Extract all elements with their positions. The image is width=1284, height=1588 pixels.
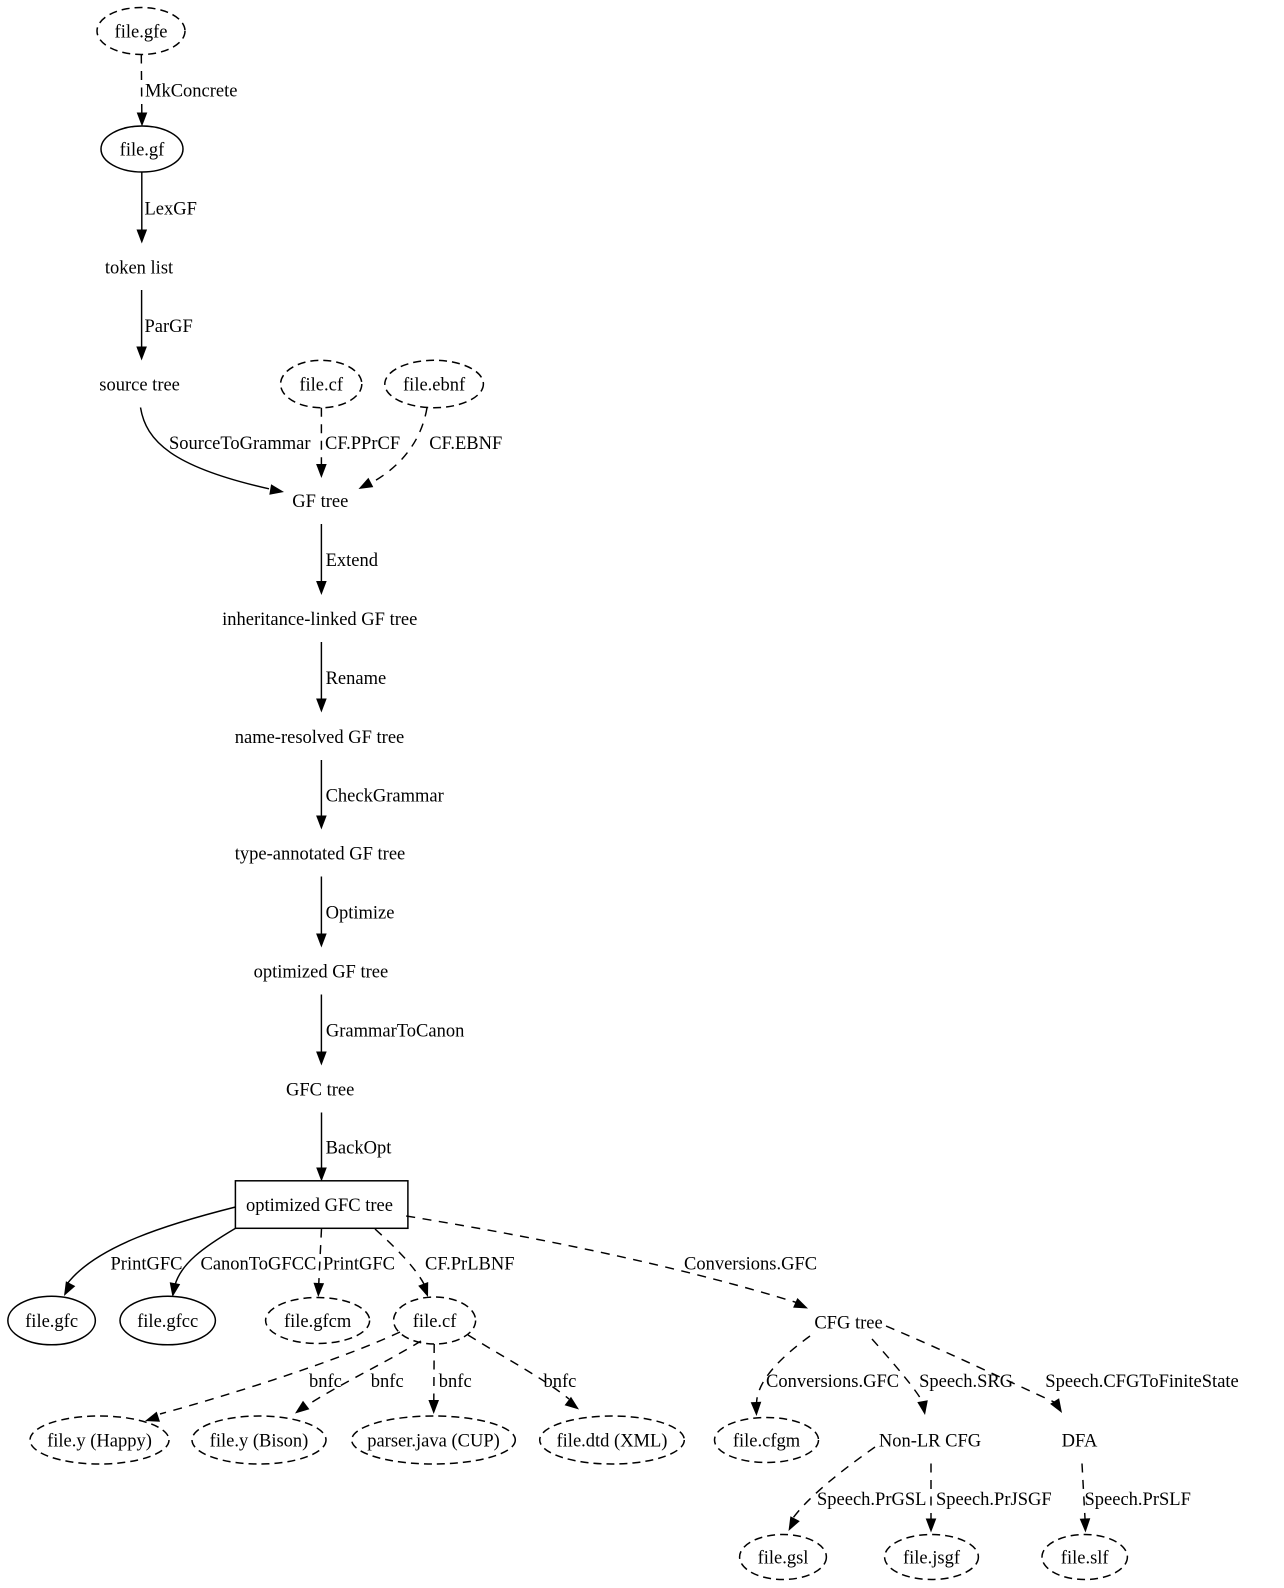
svg-text:bnfc: bnfc bbox=[371, 1372, 404, 1392]
svg-text:file.cfgm: file.cfgm bbox=[733, 1432, 801, 1452]
svg-text:BackOpt: BackOpt bbox=[326, 1139, 393, 1159]
svg-text:CanonToGFCC: CanonToGFCC bbox=[201, 1254, 317, 1274]
svg-text:bnfc: bnfc bbox=[309, 1372, 342, 1392]
svg-text:name-resolved GF tree: name-resolved GF tree bbox=[235, 728, 405, 748]
svg-text:type-annotated GF tree: type-annotated GF tree bbox=[235, 845, 406, 865]
svg-text:GrammarToCanon: GrammarToCanon bbox=[326, 1022, 464, 1042]
svg-text:file.y (Happy): file.y (Happy) bbox=[47, 1432, 152, 1452]
svg-text:file.slf: file.slf bbox=[1061, 1549, 1110, 1569]
svg-text:CFG tree: CFG tree bbox=[814, 1314, 882, 1334]
svg-text:DFA: DFA bbox=[1062, 1432, 1098, 1452]
svg-text:Conversions.GFC: Conversions.GFC bbox=[684, 1254, 817, 1274]
svg-text:SourceToGrammar: SourceToGrammar bbox=[169, 434, 311, 454]
svg-text:PrintGFC: PrintGFC bbox=[111, 1254, 183, 1274]
svg-text:bnfc: bnfc bbox=[439, 1372, 472, 1392]
svg-text:Speech.PrJSGF: Speech.PrJSGF bbox=[936, 1490, 1052, 1510]
svg-text:file.gsl: file.gsl bbox=[758, 1549, 809, 1569]
svg-text:Speech.PrGSL: Speech.PrGSL bbox=[817, 1490, 926, 1510]
svg-text:file.dtd (XML): file.dtd (XML) bbox=[557, 1432, 668, 1452]
svg-text:file.ebnf: file.ebnf bbox=[403, 376, 466, 396]
svg-text:GF tree: GF tree bbox=[292, 492, 348, 512]
svg-text:file.gfc: file.gfc bbox=[25, 1312, 78, 1332]
svg-text:PrintGFC: PrintGFC bbox=[323, 1254, 395, 1274]
svg-text:bnfc: bnfc bbox=[544, 1372, 577, 1392]
svg-text:Non-LR CFG: Non-LR CFG bbox=[879, 1432, 981, 1452]
svg-text:Speech.PrSLF: Speech.PrSLF bbox=[1085, 1490, 1191, 1510]
svg-text:MkConcrete: MkConcrete bbox=[145, 82, 237, 102]
svg-text:file.gfcc: file.gfcc bbox=[137, 1312, 198, 1332]
svg-text:token list: token list bbox=[105, 259, 174, 279]
svg-text:file.cf: file.cf bbox=[413, 1312, 457, 1332]
svg-text:file.gf: file.gf bbox=[120, 141, 166, 161]
svg-text:CF.EBNF: CF.EBNF bbox=[429, 434, 502, 454]
svg-text:file.jsgf: file.jsgf bbox=[903, 1549, 961, 1569]
svg-text:Conversions.GFC: Conversions.GFC bbox=[766, 1372, 899, 1392]
svg-text:file.gfcm: file.gfcm bbox=[284, 1312, 352, 1332]
svg-text:Rename: Rename bbox=[326, 669, 387, 689]
svg-text:inheritance-linked GF tree: inheritance-linked GF tree bbox=[222, 610, 417, 630]
svg-text:source tree: source tree bbox=[99, 376, 180, 396]
svg-text:LexGF: LexGF bbox=[145, 200, 197, 220]
svg-text:Speech.CFGToFiniteState: Speech.CFGToFiniteState bbox=[1045, 1372, 1238, 1392]
svg-text:GFC tree: GFC tree bbox=[286, 1081, 354, 1101]
svg-text:parser.java (CUP): parser.java (CUP) bbox=[367, 1432, 500, 1452]
svg-text:optimized GF tree: optimized GF tree bbox=[254, 963, 389, 983]
svg-text:CF.PrLBNF: CF.PrLBNF bbox=[425, 1254, 515, 1274]
svg-text:file.y (Bison): file.y (Bison) bbox=[210, 1432, 309, 1452]
svg-text:Extend: Extend bbox=[326, 551, 379, 571]
svg-text:file.cf: file.cf bbox=[299, 376, 343, 396]
svg-text:CF.PPrCF: CF.PPrCF bbox=[325, 434, 400, 454]
svg-text:Speech.SRG: Speech.SRG bbox=[919, 1372, 1013, 1392]
svg-text:Optimize: Optimize bbox=[326, 904, 395, 924]
svg-text:optimized GFC tree: optimized GFC tree bbox=[246, 1196, 393, 1216]
svg-text:CheckGrammar: CheckGrammar bbox=[326, 786, 444, 806]
svg-text:file.gfe: file.gfe bbox=[115, 23, 168, 43]
svg-text:ParGF: ParGF bbox=[145, 317, 193, 337]
